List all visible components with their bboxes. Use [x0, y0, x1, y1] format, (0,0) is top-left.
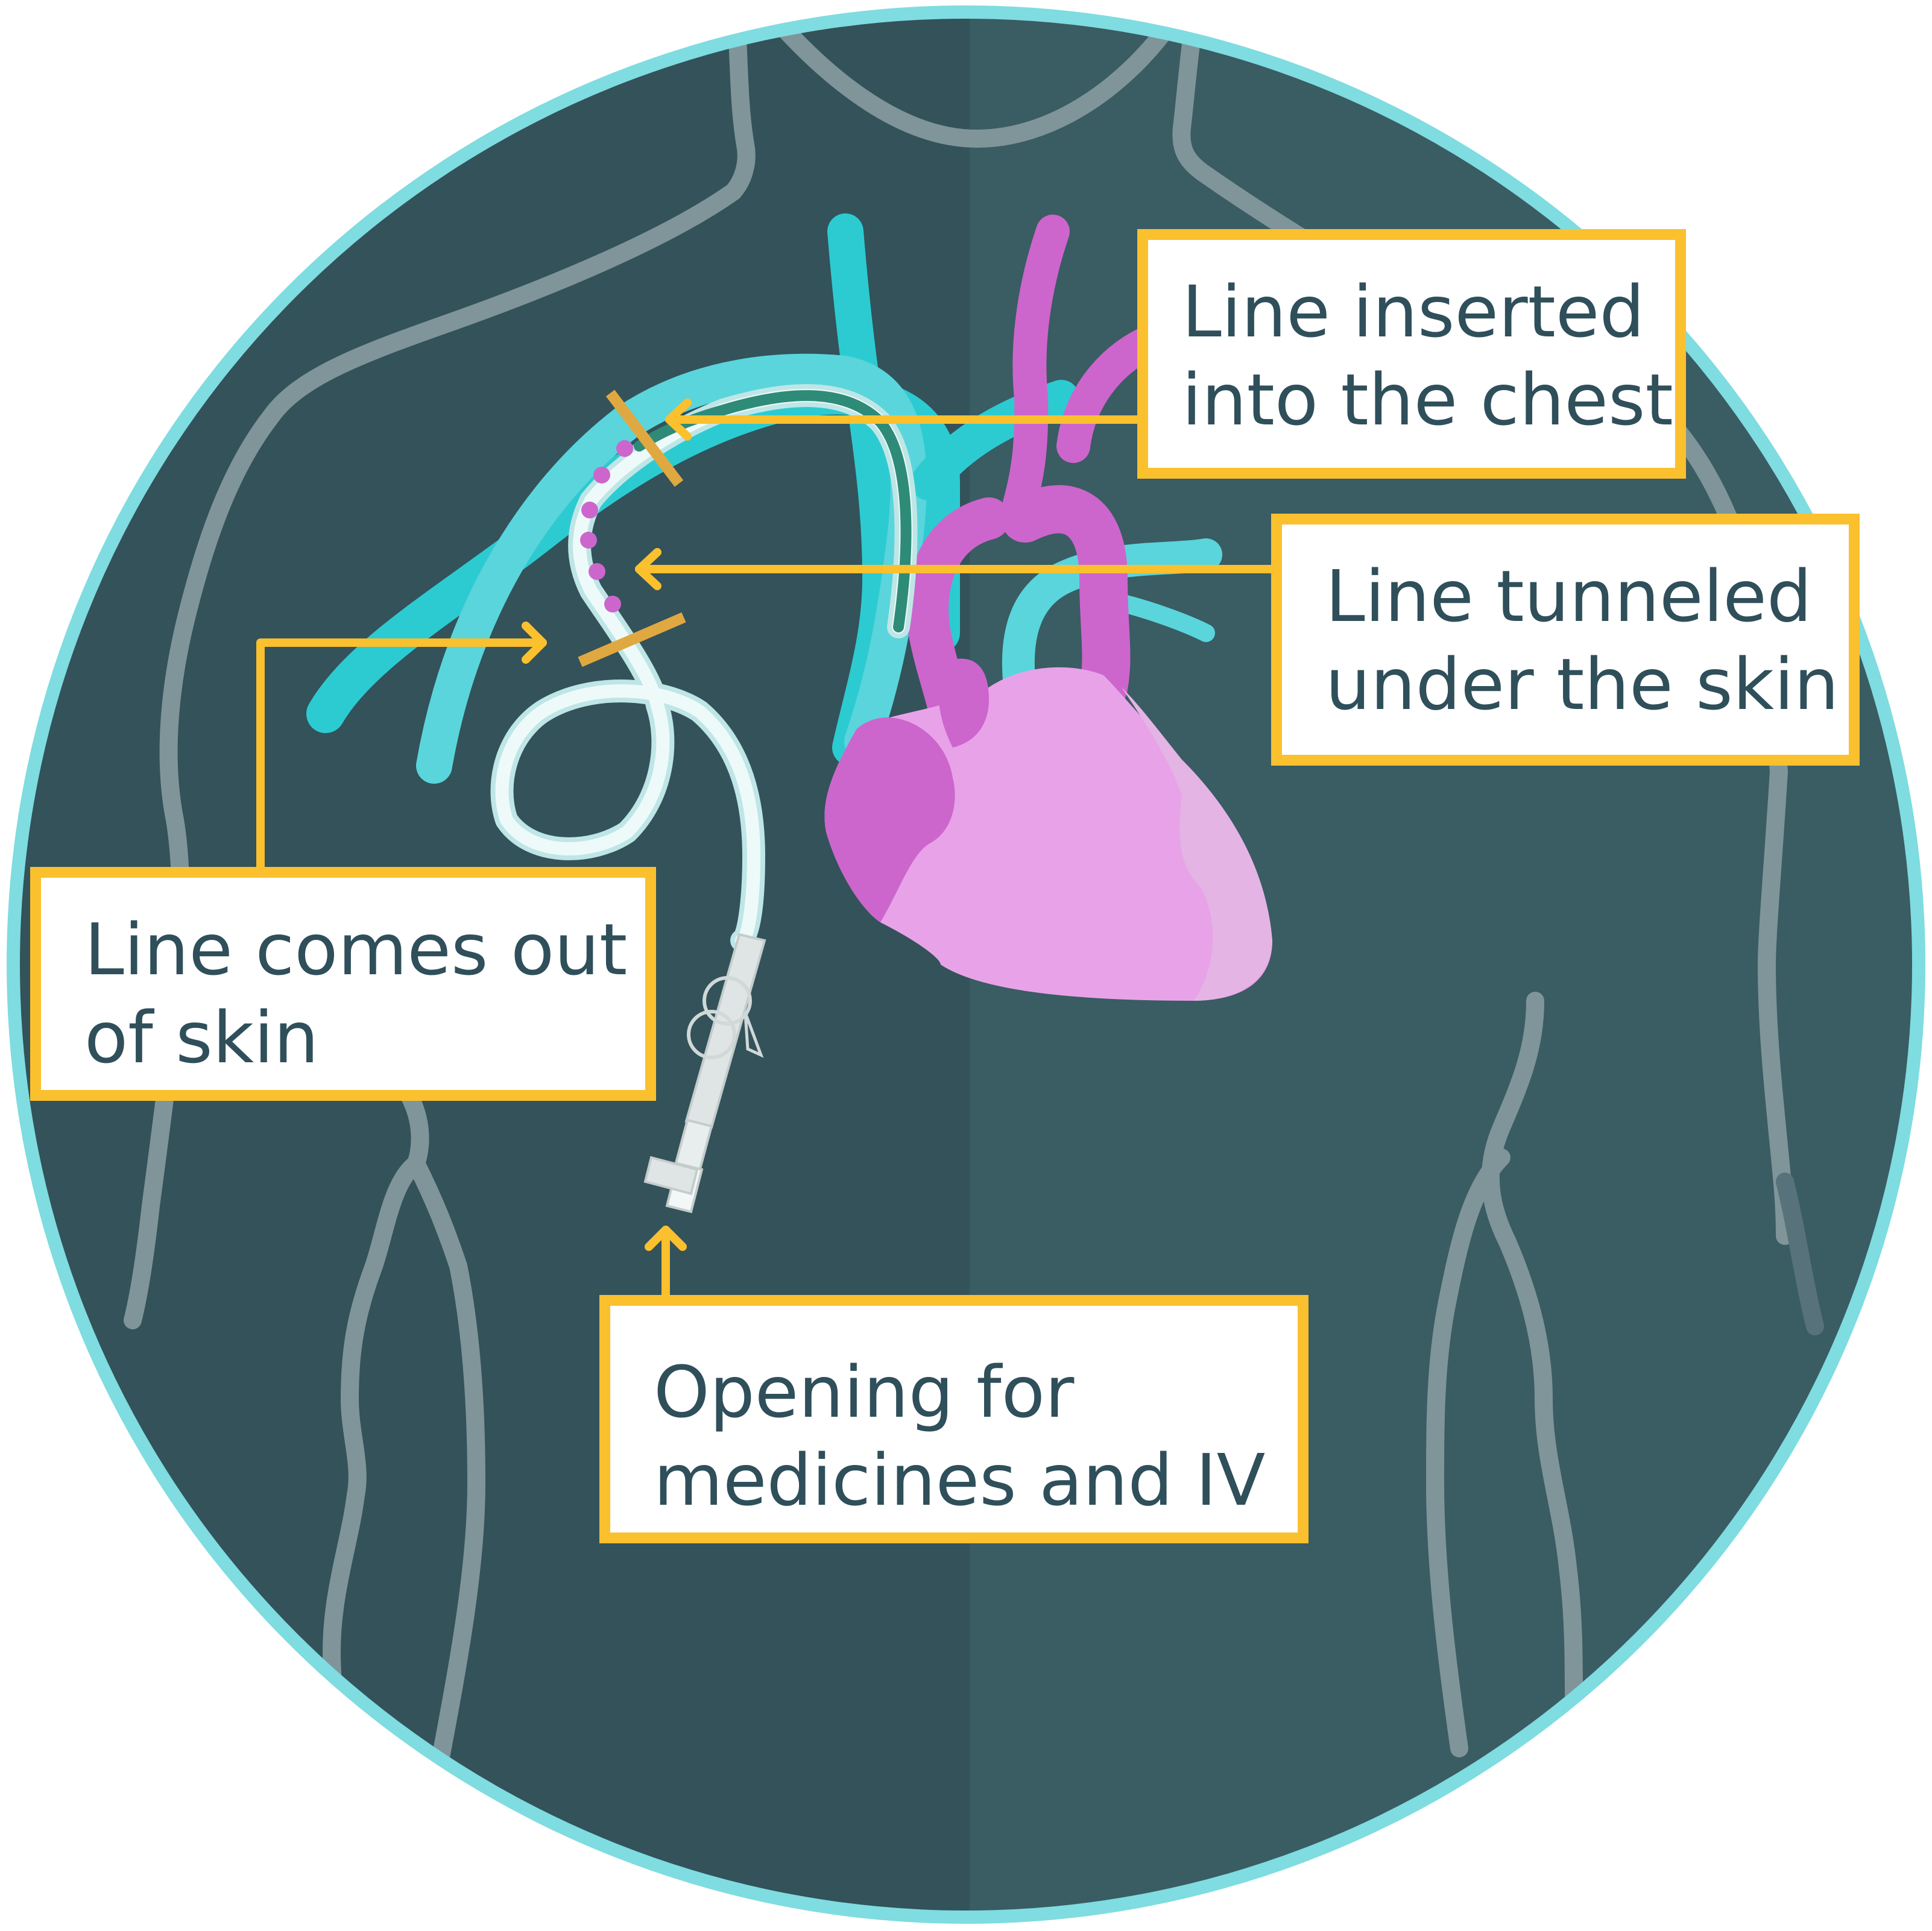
label-opening: Opening for medicines and IV	[599, 1295, 1309, 1543]
label-line-inserted-line2: into the chest	[1182, 358, 1673, 441]
callout-lines	[256, 398, 1275, 1299]
circle-ring	[7, 5, 1925, 1924]
heart	[824, 658, 1272, 1001]
label-line-tunneled-line2: under the skin	[1325, 643, 1839, 726]
label-line-comes-out-line2: of skin	[84, 996, 319, 1079]
tunnel-dots	[580, 440, 633, 613]
entry-markers	[578, 389, 686, 667]
label-opening-line1: Opening for	[654, 1350, 1075, 1434]
label-opening-line2: medicines and IV	[654, 1438, 1266, 1522]
label-line-tunneled-line1: Line tunneled	[1325, 555, 1812, 638]
label-line-comes-out-line1: Line comes out	[84, 908, 628, 991]
aorta	[906, 215, 1163, 745]
label-line-tunneled: Line tunneled under the skin	[1271, 514, 1860, 766]
label-line-inserted: Line inserted into the chest	[1137, 229, 1686, 479]
catheter-hub	[643, 933, 766, 1214]
label-line-inserted-line1: Line inserted	[1182, 270, 1645, 353]
label-line-comes-out: Line comes out of skin	[30, 867, 656, 1101]
